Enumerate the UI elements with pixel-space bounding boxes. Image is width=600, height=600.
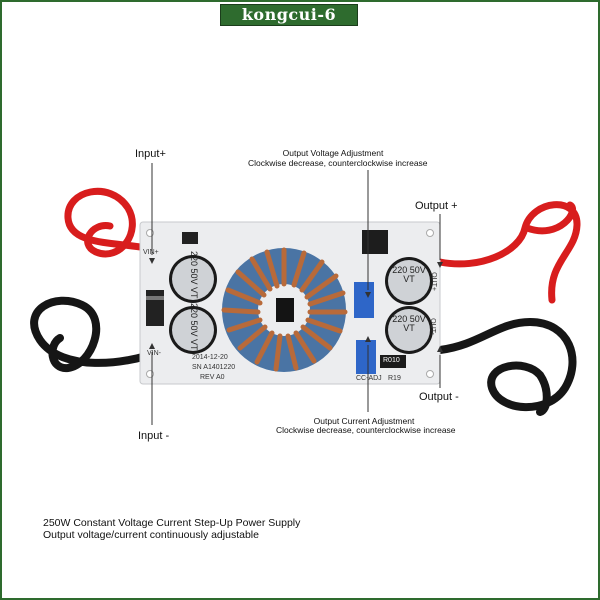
resistor-r010 <box>380 355 406 368</box>
r19-marking: R19 <box>388 375 401 382</box>
input-red-wire <box>64 187 166 258</box>
voltage-adjust-note: Clockwise decrease, counterclockwise inc… <box>248 158 428 168</box>
board-serial: SN A1401220 <box>192 364 236 371</box>
cap-marking-top-left: 220 50V VT <box>189 251 199 299</box>
voltage-adjust-title: Output Voltage Adjustment <box>282 148 384 158</box>
input-plus-label: Input+ <box>135 148 166 160</box>
caption-line-1: 250W Constant Voltage Current Step-Up Po… <box>43 517 301 529</box>
input-black-wire <box>30 296 162 372</box>
out-minus-marking: OUT- <box>428 318 436 335</box>
controller-chip <box>276 298 294 322</box>
board-rev: REV A0 <box>200 374 225 381</box>
voltage-pot <box>354 282 374 318</box>
vin-minus-marking: VIN- <box>147 350 161 357</box>
mosfet-top <box>362 230 388 254</box>
current-adjust-note: Clockwise decrease, counterclockwise inc… <box>276 425 456 435</box>
board-date: 2014-12-20 <box>192 354 228 361</box>
cc-adj-marking: CC-ADJ <box>356 375 382 382</box>
cap-marking-bottom-right: 220 50V VT <box>392 314 426 333</box>
watermark-badge: kongcui-6 <box>220 4 358 26</box>
copper-windings <box>221 247 348 372</box>
caption-line-2: Output voltage/current continuously adju… <box>43 529 259 541</box>
output-plus-label: Output + <box>415 200 458 212</box>
leader-lines <box>151 163 441 425</box>
cap-marking-top-right: 220 50V VT <box>392 265 426 284</box>
current-adjust-title: Output Current Adjustment <box>313 416 415 426</box>
diode-d1 <box>146 290 164 326</box>
cap-marking-bottom-left: 220 50V VT <box>189 303 199 351</box>
ic-top-left <box>182 232 198 244</box>
output-minus-label: Output - <box>419 391 459 403</box>
vin-plus-marking: VIN+ <box>143 249 159 256</box>
current-pot <box>356 340 376 374</box>
resistor-marking: R010 <box>383 357 400 364</box>
input-minus-label: Input - <box>138 430 170 442</box>
out-plus-marking: OUT+ <box>429 272 437 291</box>
output-black-wire <box>436 317 577 416</box>
output-red-wire <box>436 201 581 304</box>
